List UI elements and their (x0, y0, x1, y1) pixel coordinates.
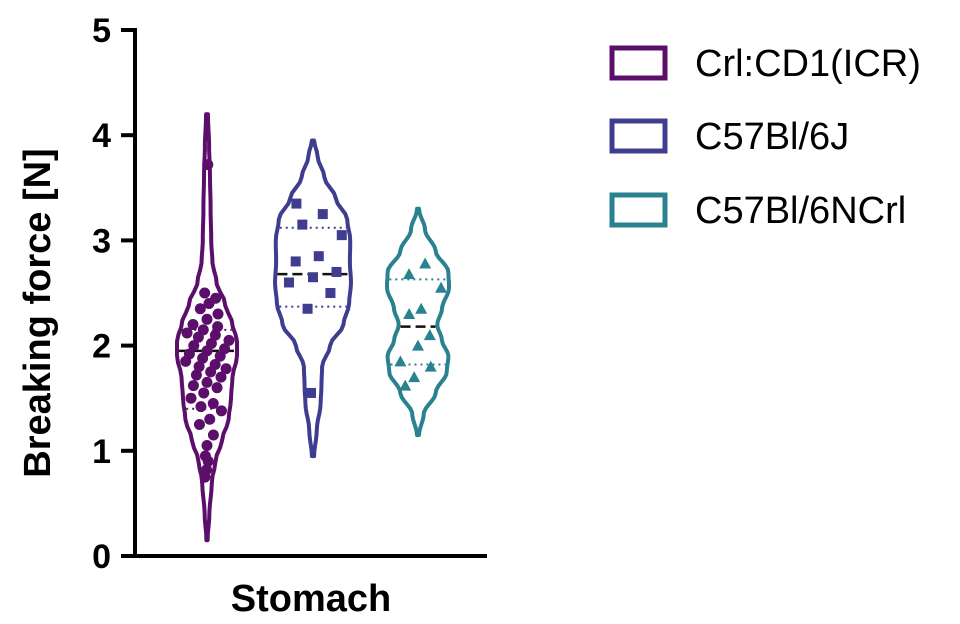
x-axis-category-label: Stomach (231, 578, 391, 620)
y-tick-label: 0 (92, 538, 111, 576)
legend-label: Crl:CD1(ICR) (695, 43, 921, 85)
data-point (435, 281, 448, 293)
legend-item-3: C57Bl/6NCrl (609, 190, 906, 232)
violin-outline (273, 138, 353, 459)
legend-label: C57Bl/6J (695, 116, 849, 158)
data-point (423, 329, 436, 341)
data-point (183, 348, 195, 360)
y-tick-label: 2 (92, 328, 111, 366)
violin-outline (175, 112, 239, 543)
data-point (220, 363, 232, 375)
data-point (201, 376, 213, 388)
data-point (197, 324, 209, 336)
data-point (194, 303, 206, 315)
data-point (415, 302, 428, 314)
data-point (223, 334, 235, 346)
data-point (290, 256, 301, 267)
data-point (424, 360, 437, 372)
data-point (202, 159, 214, 171)
data-point (408, 371, 421, 383)
legend-swatch (609, 118, 668, 154)
violin-outline (385, 206, 451, 438)
data-point (185, 392, 197, 404)
data-point (331, 266, 342, 277)
data-point (412, 339, 424, 351)
data-point (403, 308, 416, 320)
data-point (317, 209, 328, 220)
legend-item-1: Crl:CD1(ICR) (609, 43, 921, 85)
data-point (193, 361, 205, 373)
data-point (201, 440, 213, 452)
data-point (195, 401, 207, 413)
data-point (297, 219, 308, 230)
data-point (215, 405, 227, 417)
data-point (209, 329, 221, 341)
data-point (336, 230, 347, 241)
y-axis: 0 1 2 3 4 5 (92, 12, 487, 576)
data-point (219, 343, 231, 355)
legend-label: C57Bl/6NCrl (695, 190, 906, 232)
data-point (190, 369, 202, 381)
data-point (199, 287, 211, 299)
data-point (210, 292, 222, 304)
y-tick-label: 3 (92, 222, 111, 260)
data-point (201, 313, 213, 325)
data-point (419, 257, 432, 269)
data-point (215, 371, 227, 383)
data-point (284, 277, 294, 288)
data-point (207, 429, 219, 441)
violin-3 (385, 206, 451, 438)
y-tick-label: 1 (92, 433, 111, 471)
data-point (291, 198, 302, 209)
violin-1 (175, 112, 239, 543)
legend: Crl:CD1(ICR) C57Bl/6J C57Bl/6NCrl (609, 43, 921, 232)
data-point (325, 288, 336, 298)
data-point (306, 387, 316, 398)
data-point (205, 337, 217, 349)
y-axis-title: Breaking force [N] (17, 148, 59, 477)
data-point (302, 303, 313, 314)
legend-swatch (609, 192, 668, 228)
violin-2 (273, 138, 353, 459)
data-point (188, 340, 200, 352)
data-point (399, 379, 412, 391)
data-point (181, 327, 193, 339)
y-tick-label: 5 (92, 12, 111, 50)
data-point (199, 450, 211, 462)
data-point (211, 382, 223, 394)
legend-swatch (609, 45, 668, 81)
data-point (403, 268, 416, 280)
data-point (207, 397, 219, 409)
data-point (212, 321, 224, 333)
data-point (187, 380, 199, 392)
y-tick-label: 4 (92, 117, 111, 155)
legend-item-2: C57Bl/6J (609, 116, 849, 158)
violins-group (175, 112, 451, 543)
data-point (198, 387, 210, 399)
data-point (201, 464, 213, 476)
data-point (187, 319, 199, 331)
data-point (193, 419, 205, 430)
data-point (394, 355, 407, 367)
data-point (313, 251, 324, 262)
data-point (212, 308, 224, 320)
data-point (308, 272, 318, 283)
data-point (209, 359, 221, 371)
data-point (204, 413, 216, 425)
